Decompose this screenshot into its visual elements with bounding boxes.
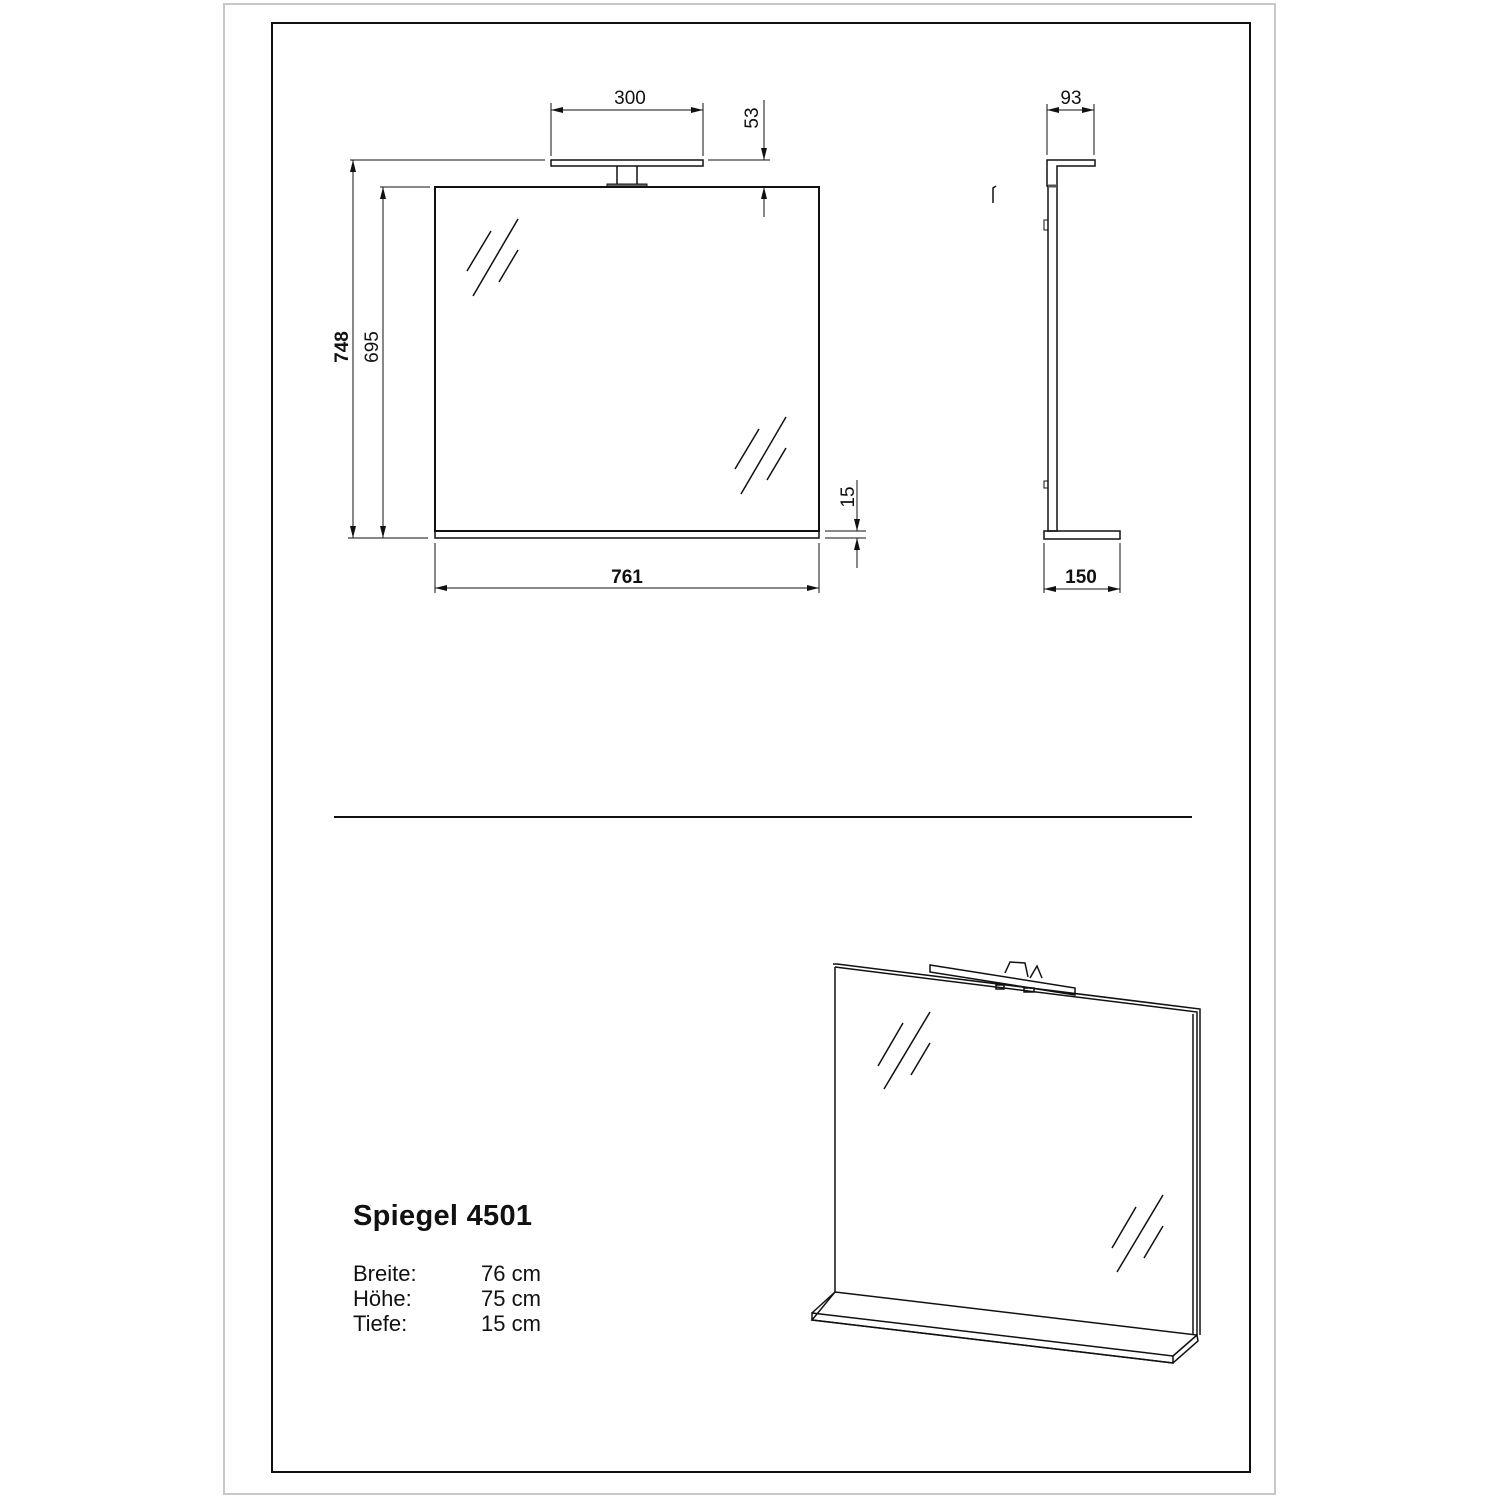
spec-label: Breite:: [353, 1261, 417, 1286]
product-info: Spiegel 4501 Breite: 76 cm Höhe: 75 cm T…: [353, 1200, 541, 1336]
spec-row-depth: Tiefe: 15 cm: [353, 1311, 541, 1336]
glass-reflection-icon: [466, 218, 519, 297]
dim-shelf-thickness: 15: [838, 486, 859, 507]
front-view: [348, 100, 866, 593]
dim-total-height: 748: [332, 331, 353, 363]
dim-lamp-depth: 93: [1060, 88, 1081, 109]
dim-mirror-height: 695: [362, 331, 383, 363]
side-view: [992, 104, 1121, 593]
spec-value: 76 cm: [481, 1261, 541, 1286]
spec-label: Tiefe:: [353, 1311, 408, 1336]
spec-label: Höhe:: [353, 1286, 412, 1311]
shelf: [434, 530, 820, 539]
perspective-view: [810, 961, 1201, 1364]
dim-total-width: 761: [611, 567, 643, 588]
spec-value: 75 cm: [481, 1286, 541, 1311]
page-outer-border: [223, 3, 1276, 1495]
drawing-frame: [271, 22, 1251, 1473]
product-title: Spiegel 4501: [353, 1200, 533, 1232]
dim-lamp-width: 300: [614, 88, 646, 109]
mirror-panel: [434, 186, 820, 532]
spec-row-width: Breite: 76 cm: [353, 1261, 541, 1286]
dim-lamp-height: 53: [742, 107, 763, 128]
dim-shelf-depth: 150: [1065, 567, 1097, 588]
lamp-bar: [550, 159, 704, 167]
spec-value: 15 cm: [481, 1311, 541, 1336]
spec-row-height: Höhe: 75 cm: [353, 1286, 541, 1311]
glass-reflection-icon: [734, 416, 787, 495]
